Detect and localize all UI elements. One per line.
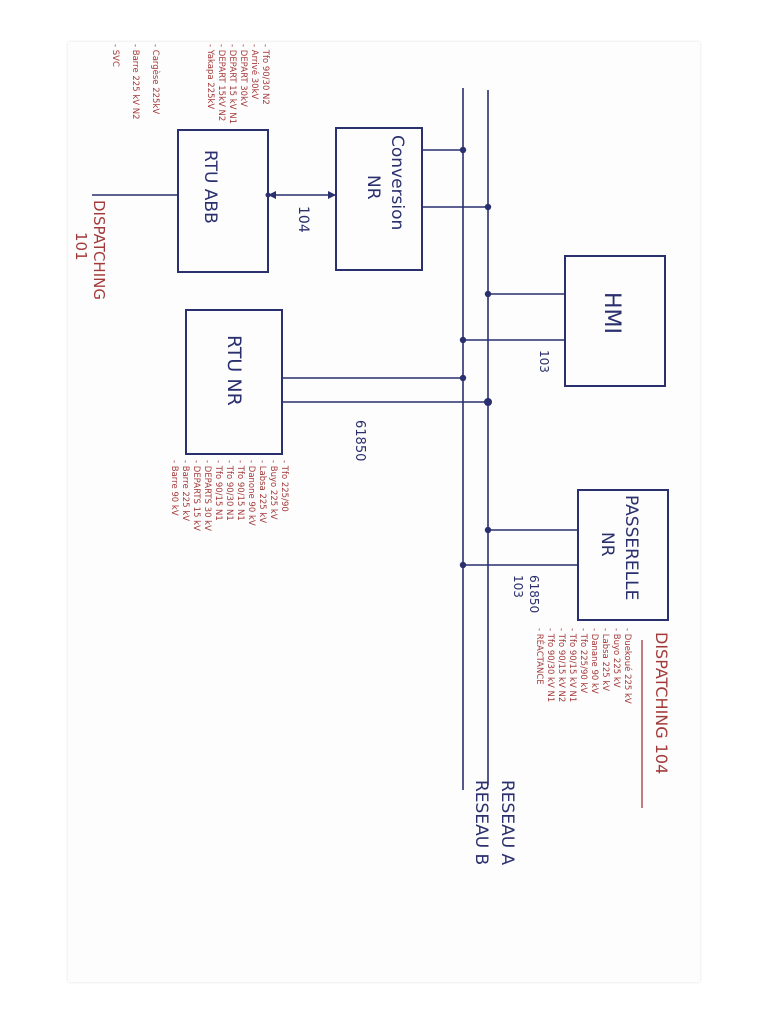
list-item: - Danone 90 kV [246, 460, 256, 526]
list-item: - Tfo 90/15 kV N1 [567, 628, 577, 702]
reseau-a-label: RESEAU A [497, 780, 517, 866]
link-61850-label: 61850 [352, 420, 367, 461]
link-104-label: 104 [295, 206, 311, 233]
list-item: - Tfo 90/30 N2 [260, 44, 270, 105]
list-item: - DEPART 15 kV N1 [227, 44, 237, 124]
junction-dot [484, 398, 492, 406]
list-item: - Tfo 90/30 N1 [224, 460, 234, 521]
dispatching-104-label: DISPATCHING 104 [652, 632, 671, 774]
passerelle-103-label: 103 [511, 575, 525, 598]
list-item: - Tfo 90/15 N1 [213, 460, 223, 521]
junction-dot [484, 290, 492, 298]
rtu-nr-box [185, 309, 283, 455]
list-item: - Tfo 90/15 N1 [235, 460, 245, 521]
rtu-abb-label: RTU ABB [200, 150, 220, 224]
dispatching-101-label: DISPATCHING [90, 200, 108, 300]
list-item: - Duekoué 225 kV [622, 628, 633, 704]
list-item: - DEPART 30kV [238, 44, 248, 107]
list-item: - Tfo 90/15 kV N2 [556, 628, 566, 702]
list-item: - Tfo 225/90 [279, 460, 289, 512]
passerelle-61850-label: 61850 [527, 575, 541, 613]
junction-dot [484, 203, 492, 211]
junction-dot [459, 336, 467, 344]
hmi-box [564, 255, 666, 387]
junction-dot [265, 192, 271, 198]
list-item: - DEPART 15kV N2 [216, 44, 226, 121]
passerelle-nr-label: NR [597, 532, 617, 557]
list-item: - Barre 225 kV N2 [130, 44, 140, 120]
link-103-label: 103 [537, 350, 551, 373]
list-item: - Labsa 225 kV [257, 460, 267, 523]
reseau-b-label: RESEAU B [471, 780, 491, 865]
list-item: - Arrivé 30kV [249, 44, 260, 99]
list-item: - Labsa 225 kV [600, 628, 610, 691]
list-item: - DEPARTS 15 kV [191, 460, 201, 531]
junction-dot [459, 374, 467, 382]
list-item: - Barre 225 kV [180, 460, 190, 521]
paper-sheet [68, 42, 700, 982]
list-item: - DEPARTS 30 kV [202, 460, 212, 531]
hmi-label: HMI [599, 292, 624, 334]
conversion-label: Conversion [387, 135, 407, 230]
dispatching-101-number: 101 [72, 232, 90, 261]
rtu-nr-point-list: - Tfo 225/90 - Buyo 225 kV - Labsa 225 k… [169, 460, 289, 531]
rtu-nr-label: RTU NR [223, 335, 245, 406]
list-item: - Danane 90 kV [589, 628, 599, 694]
list-item: - SVC [110, 44, 120, 67]
rtu-abb-point-list: - Tfo 90/30 N2 - Arrivé 30kV - DEPART 30… [110, 44, 270, 124]
list-item: - Yakapa 225kV [205, 44, 215, 109]
passerelle-point-list: - Duekoué 225 kV - Buyo 225 kV - Labsa 2… [534, 628, 633, 704]
list-item: - Buyo 225 kV [268, 460, 278, 520]
arrow-right-icon [328, 191, 336, 199]
junction-dot [459, 146, 467, 154]
passerelle-label: PASSERELLE [621, 495, 641, 600]
junction-dot [459, 561, 467, 569]
list-item: - Barre 90 kV [169, 460, 179, 516]
list-item: - RÉACTANCE [534, 628, 546, 685]
list-item: - Tfo 225/90 kV [578, 628, 588, 693]
arrow-left-icon [268, 191, 276, 199]
rtu-abb-box [177, 129, 269, 273]
passerelle-nr-box [577, 489, 669, 621]
list-item: - Tfo 90/30 kV N1 [545, 628, 555, 702]
list-item: - Buyo 225 kV [611, 628, 621, 688]
list-item: - Cargèse 225kV [150, 44, 161, 114]
conversion-nr-box [335, 127, 423, 271]
conversion-nr-label: NR [363, 175, 383, 200]
junction-dot [484, 526, 492, 534]
